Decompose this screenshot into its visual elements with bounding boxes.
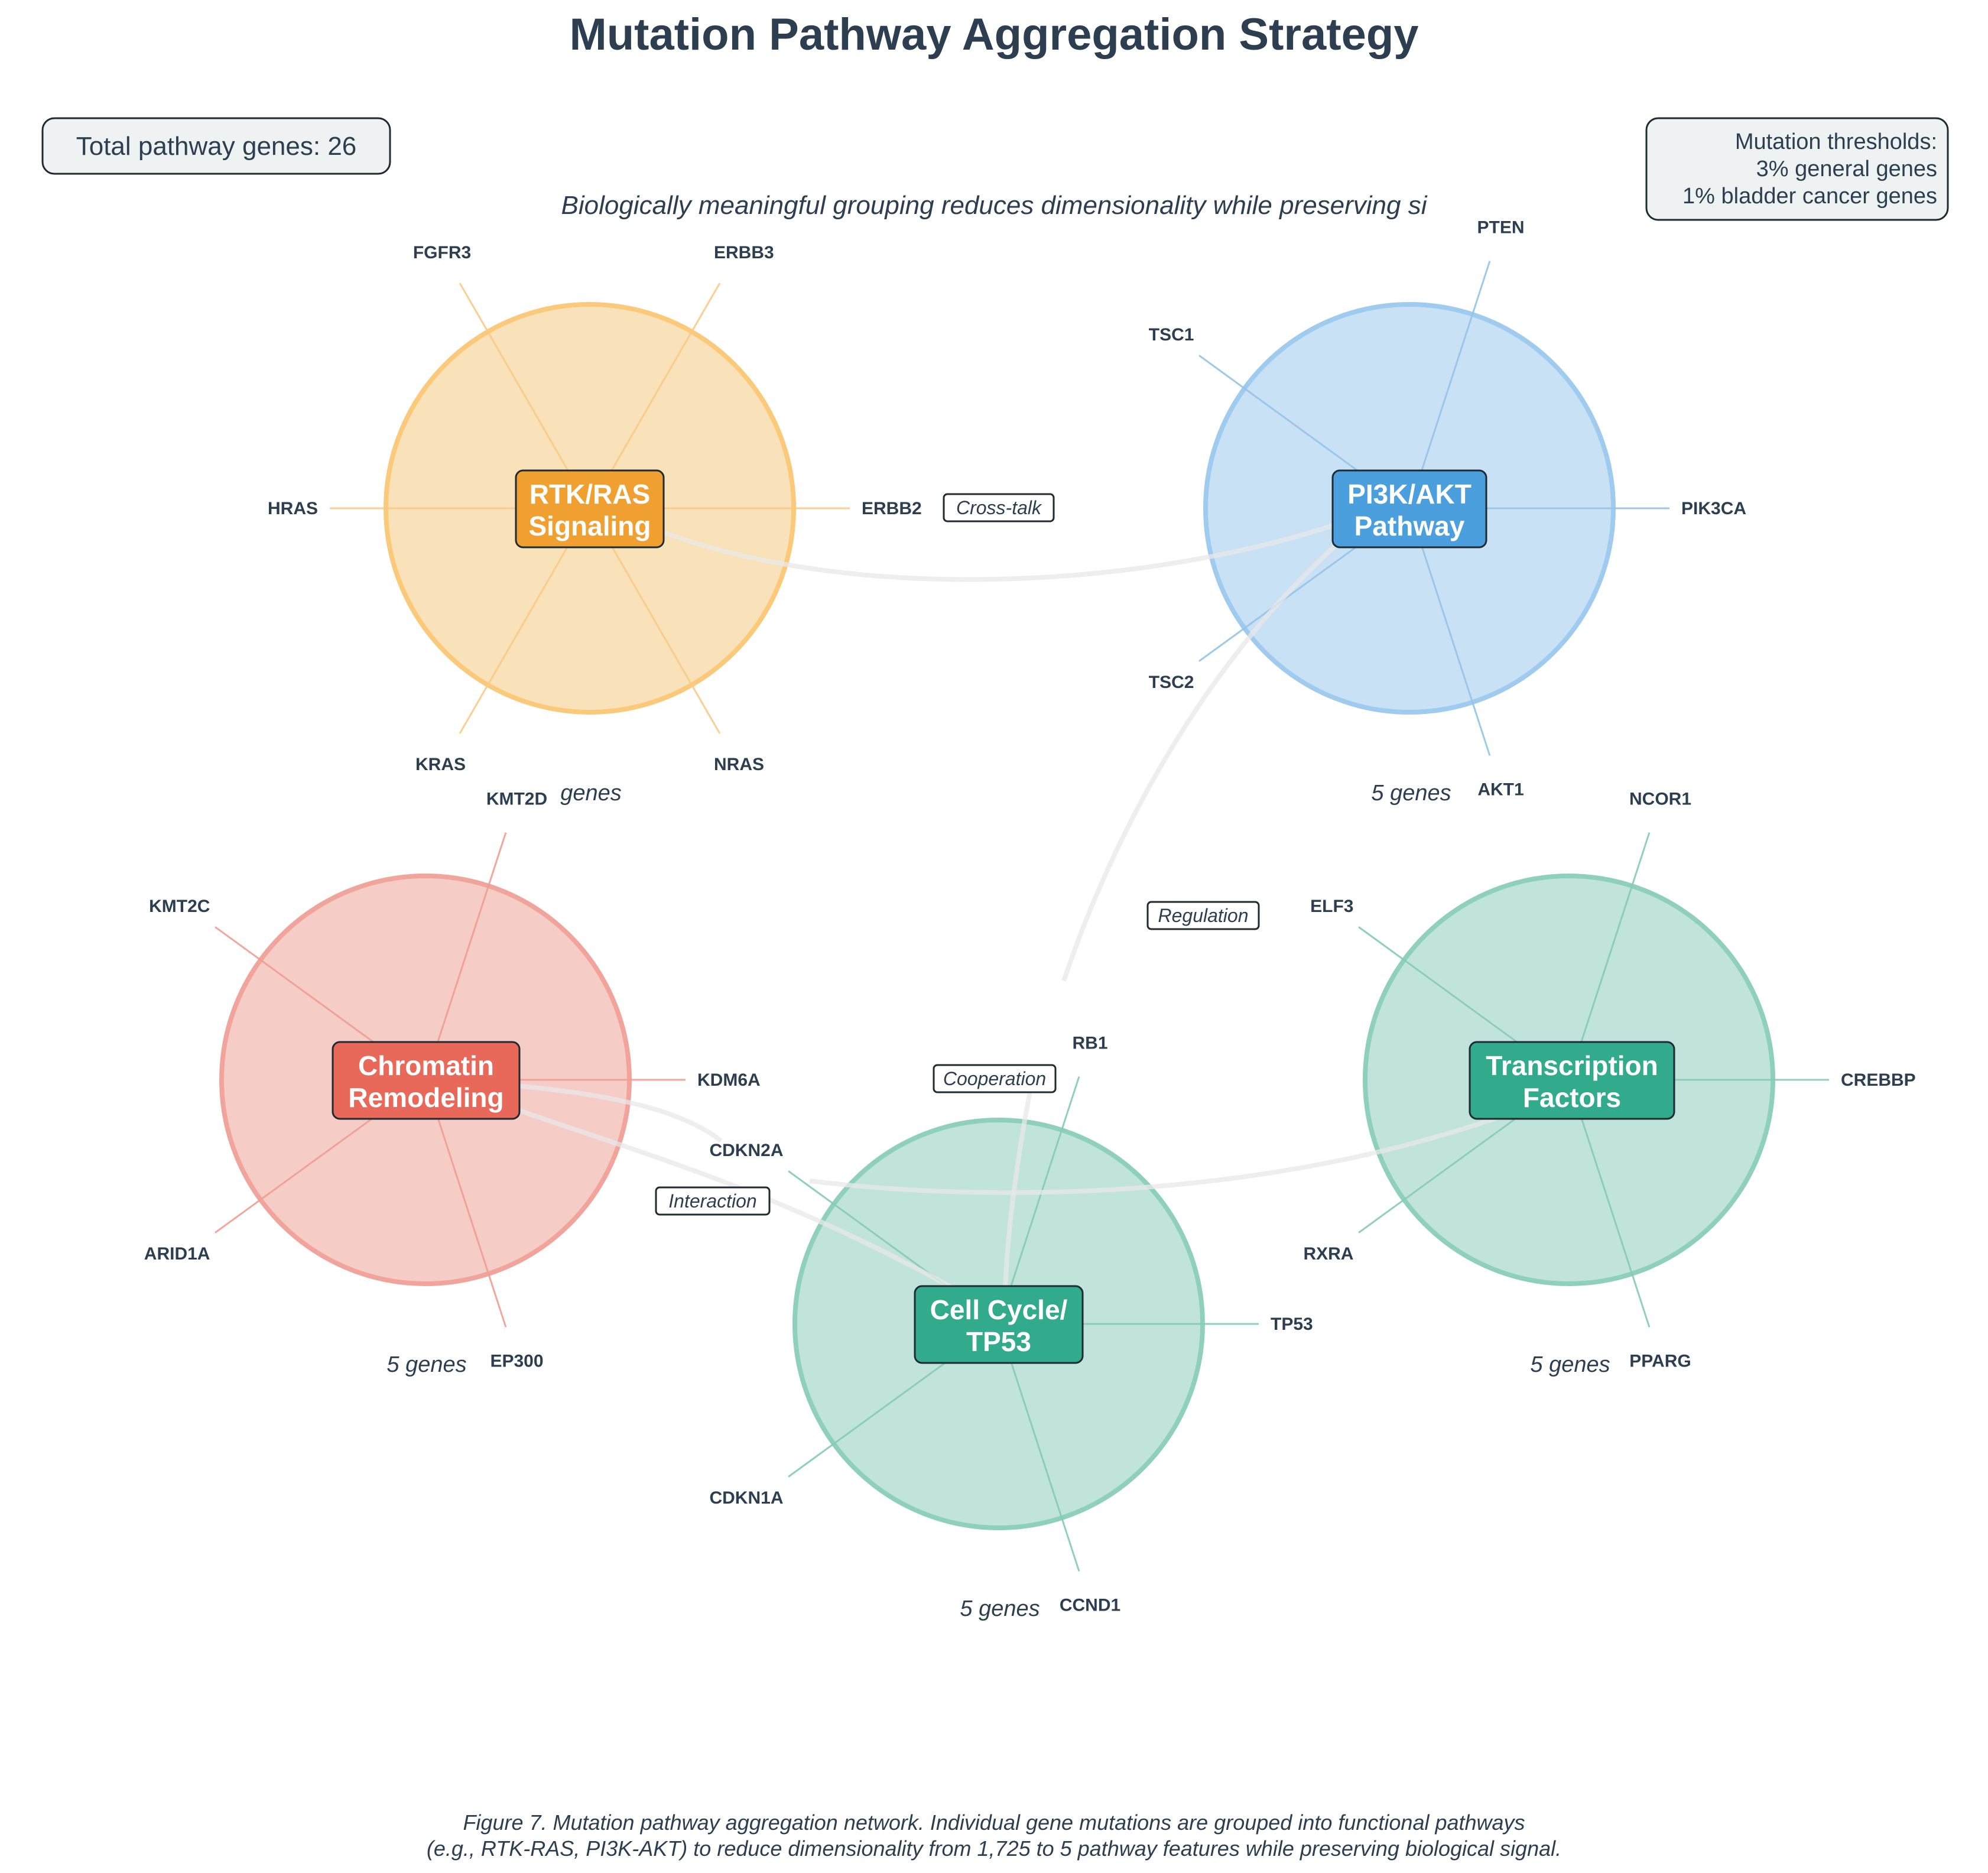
- link-cellcycle-tf: [809, 1088, 1567, 1195]
- pathway-title-line2-cellcycle: TP53: [966, 1326, 1031, 1357]
- gene-label-tsc1: TSC1: [1149, 325, 1194, 345]
- gene-ray-kmt2d: [424, 832, 507, 1080]
- pathway-title-line1-chromatin: Chromatin: [358, 1050, 494, 1081]
- gene-label-kdm6a: KDM6A: [697, 1070, 761, 1090]
- pathway-label-box-tf: [1469, 1041, 1675, 1120]
- gene-label-akt1: AKT1: [1477, 780, 1524, 800]
- total-genes-box: Total pathway genes: 26: [41, 117, 391, 175]
- gene-label-erbb2: ERBB2: [862, 499, 922, 518]
- pathway-title-line2-pi3k: Pathway: [1354, 511, 1465, 541]
- diagram-title: Mutation Pathway Aggregation Strategy: [569, 9, 1418, 60]
- link-label-interaction: Interaction: [655, 1186, 771, 1216]
- gene-ray-pten: [1408, 261, 1491, 509]
- gene-label-hras: HRAS: [268, 499, 318, 518]
- pathway-title-line2-tf: Factors: [1523, 1082, 1621, 1113]
- link-label-regulation-text: Regulation: [1158, 905, 1249, 926]
- diagram-subtitle: Biologically meaningful grouping reduces…: [561, 191, 1428, 220]
- link-label-interaction-text: Interaction: [668, 1190, 756, 1212]
- link-rtk-pi3k: [608, 506, 1381, 582]
- gene-ray-rb1: [998, 1076, 1080, 1325]
- gene-ray-ncor1: [1568, 832, 1651, 1080]
- gene-label-kmt2d: KMT2D: [486, 789, 547, 809]
- gene-label-erbb3: ERBB3: [714, 243, 774, 262]
- pathway-center-cellcycle: Cell Cycle/TP53: [914, 1285, 1084, 1364]
- pathway-title-line1-pi3k: PI3K/AKT: [1347, 479, 1471, 509]
- link-label-crosstalk: Cross-talk: [943, 493, 1055, 522]
- link-label-crosstalk-text: Cross-talk: [956, 497, 1042, 518]
- gene-ray-ep300: [424, 1079, 507, 1327]
- gene-ray-akt1: [1408, 508, 1491, 756]
- gene-label-tp53: TP53: [1271, 1314, 1313, 1334]
- thresholds-line2: 3% general genes: [1756, 157, 1937, 181]
- gene-label-crebbp: CREBBP: [1841, 1070, 1916, 1090]
- thresholds-line3: 1% bladder cancer genes: [1682, 184, 1937, 209]
- pathway-title-line1-cellcycle: Cell Cycle/: [930, 1294, 1068, 1325]
- gene-count-cellcycle: 5 genes: [960, 1596, 1040, 1621]
- gene-ray-pparg: [1568, 1079, 1651, 1327]
- gene-label-nras: NRAS: [714, 755, 764, 774]
- gene-label-fgfr3: FGFR3: [413, 243, 471, 262]
- pathway-label-box-rtk: [515, 469, 665, 548]
- pathway-title-line2-chromatin: Remodeling: [348, 1082, 504, 1113]
- link-label-cooperation: Cooperation: [933, 1064, 1057, 1093]
- thresholds-box: Mutation thresholds: 3% general genes 1%…: [1645, 117, 1949, 221]
- gene-ray-ccnd1: [998, 1323, 1080, 1572]
- figure-caption-line1: Figure 7. Mutation pathway aggregation n…: [463, 1810, 1525, 1835]
- gene-label-cdkn2a: CDKN2A: [709, 1141, 783, 1160]
- gene-label-pparg: PPARG: [1629, 1352, 1691, 1371]
- gene-label-kmt2c: KMT2C: [149, 897, 210, 916]
- gene-count-chromatin: 5 genes: [386, 1352, 466, 1377]
- gene-label-ccnd1: CCND1: [1060, 1596, 1120, 1615]
- gene-count-rtk: genes: [560, 781, 622, 806]
- gene-label-arid1a: ARID1A: [144, 1244, 210, 1264]
- gene-label-ep300: EP300: [490, 1352, 543, 1371]
- gene-label-pik3ca: PIK3CA: [1681, 499, 1746, 518]
- gene-label-tsc2: TSC2: [1149, 673, 1194, 692]
- gene-label-ncor1: NCOR1: [1629, 789, 1691, 809]
- gene-label-elf3: ELF3: [1310, 897, 1353, 916]
- gene-count-tf: 5 genes: [1530, 1352, 1610, 1377]
- pathway-label-box-pi3k: [1331, 469, 1487, 548]
- pathway-title-line1-tf: Transcription: [1486, 1050, 1658, 1081]
- gene-label-pten: PTEN: [1477, 218, 1525, 237]
- gene-label-rxra: RXRA: [1303, 1244, 1353, 1264]
- gene-count-pi3k: 5 genes: [1371, 781, 1451, 806]
- gene-label-cdkn1a: CDKN1A: [709, 1488, 783, 1508]
- pathway-label-box-chromatin: [332, 1041, 521, 1120]
- link-label-regulation: Regulation: [1146, 901, 1260, 930]
- total-genes-text: Total pathway genes: 26: [76, 132, 357, 161]
- pathway-title-line2-rtk: Signaling: [529, 511, 651, 541]
- link-pi3k-cellcycle-upper: [1061, 506, 1382, 982]
- figure-caption-line2: (e.g., RTK-RAS, PI3K-AKT) to reduce dime…: [427, 1836, 1561, 1861]
- thresholds-line1: Mutation thresholds:: [1735, 129, 1937, 154]
- pathway-label-box-cellcycle: [914, 1285, 1084, 1364]
- gene-label-rb1: RB1: [1073, 1033, 1108, 1053]
- pathway-title-line1-rtk: RTK/RAS: [530, 479, 650, 509]
- gene-label-kras: KRAS: [415, 755, 466, 774]
- link-label-cooperation-text: Cooperation: [943, 1068, 1046, 1089]
